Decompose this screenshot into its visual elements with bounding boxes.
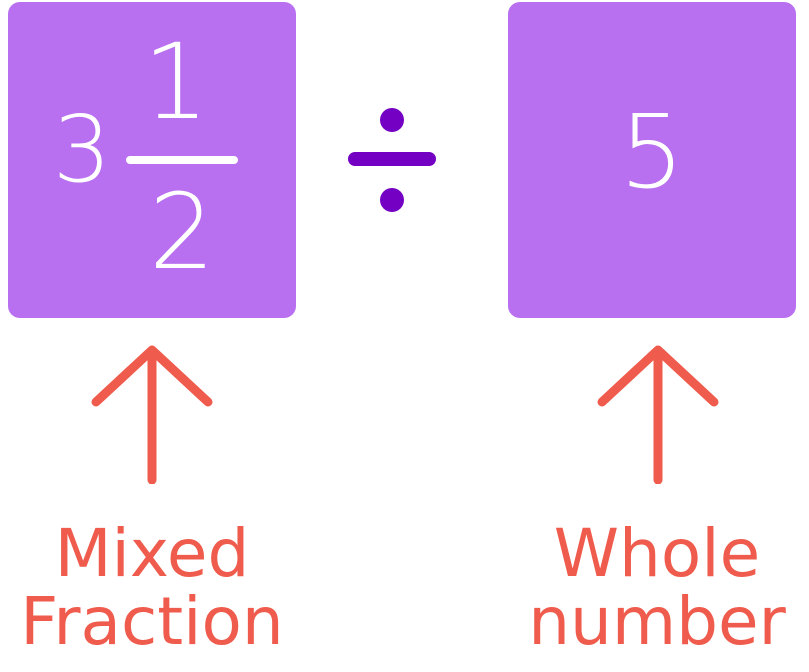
whole-part: 3	[52, 96, 112, 203]
denominator: 2	[148, 171, 216, 293]
whole-number-label: Whole number	[505, 520, 809, 656]
label-line: Fraction	[20, 583, 284, 660]
mixed-fraction-card: 3 1 2	[8, 2, 296, 318]
label-line: number	[528, 583, 786, 660]
arrow-up-icon	[597, 345, 719, 484]
mixed-fraction-label: Mixed Fraction	[0, 520, 304, 656]
whole-number-card: 5	[508, 2, 796, 318]
numerator: 1	[142, 21, 210, 143]
arrow-up-icon	[91, 345, 213, 484]
label-line: Mixed	[54, 515, 250, 592]
whole-number-value: 5	[619, 93, 685, 212]
division-icon	[348, 108, 436, 212]
fraction-bar	[126, 156, 238, 164]
label-line: Whole	[553, 515, 761, 592]
